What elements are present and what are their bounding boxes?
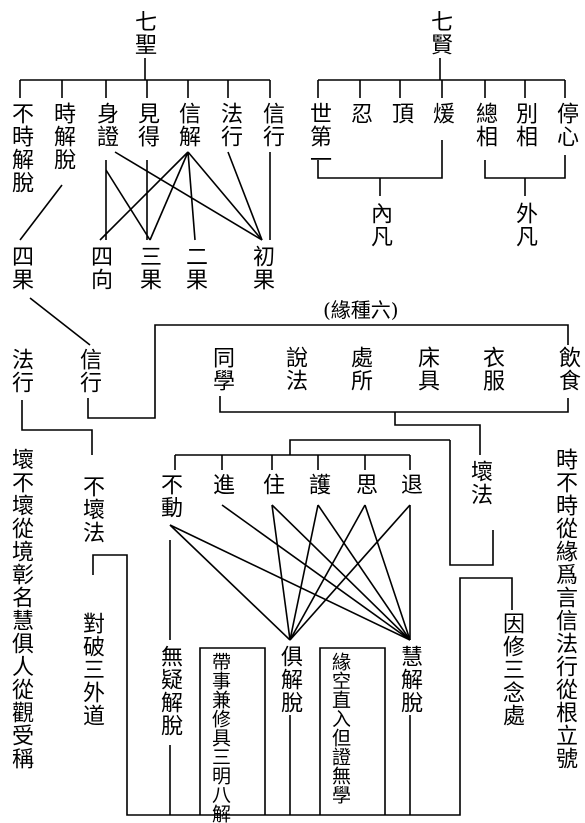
fruit-to-faith-line <box>29 297 91 346</box>
sage-general-marks: 總相 <box>472 102 497 148</box>
nature-protecting: 護 <box>305 473 330 496</box>
not-decline-dharma: 不壞法 <box>79 475 104 544</box>
nature-retreat: 退 <box>397 473 422 496</box>
note-timely-untimely: 時不時從緣爲言信法行從根立號 <box>552 448 577 770</box>
fruit-first: 初果 <box>249 245 274 291</box>
saint-view-attained: 見得 <box>134 102 159 148</box>
saints-to-fruits <box>19 151 271 241</box>
six-conditions-bracket <box>87 324 569 455</box>
nondoubt-liberation: 無疑解脫 <box>157 645 182 737</box>
condition-food: 飲食 <box>555 346 580 392</box>
note-direct-emptiness: 緣空直入但證無學 <box>329 652 351 804</box>
faith-practice-label: 信行 <box>76 348 101 394</box>
saint-untimely-liberation: 不時解脫 <box>8 102 33 194</box>
condition-clothing: 衣服 <box>479 346 504 392</box>
sage-world-first: 世第一 <box>306 102 331 171</box>
condition-teaching: 說法 <box>282 346 307 392</box>
six-conditions-title: (緣種六) <box>323 298 399 322</box>
seven-saints-title: 七聖 <box>131 10 156 56</box>
sage-summit: 頂 <box>388 102 413 125</box>
wisdom-liberation: 慧解脫 <box>397 645 422 714</box>
condition-dwelling: 處所 <box>347 346 372 392</box>
sage-patience: 忍 <box>347 102 372 125</box>
fruit-second: 二果 <box>182 245 207 291</box>
bottom-brackets <box>92 554 513 816</box>
six-natures-bracket <box>174 439 494 566</box>
inner-ordinary-label: 內凡 <box>367 202 392 248</box>
outer-ordinary-label: 外凡 <box>512 202 537 248</box>
dharma-to-not-decline <box>21 400 93 455</box>
seven-saints-bracket <box>19 58 271 98</box>
saint-dharma-practice: 法行 <box>217 102 242 148</box>
saint-faith-practice: 信行 <box>259 102 284 148</box>
saint-faith-understanding: 信解 <box>175 102 200 148</box>
fruit-third: 三果 <box>136 245 161 291</box>
dharma-practice-label: 法行 <box>8 348 33 394</box>
seven-sages-bracket <box>317 58 566 196</box>
decline-dharma: 壞法 <box>467 460 492 506</box>
both-liberation: 俱解脫 <box>277 645 302 714</box>
fruit-four-directions: 四向 <box>87 245 112 291</box>
nature-thinking: 思 <box>352 473 377 496</box>
sage-warmth: 煖 <box>429 102 454 125</box>
fruit-fourth: 四果 <box>8 245 33 291</box>
note-three-knowledges: 帶事兼修具三明八解 <box>209 652 231 823</box>
saint-body-witness: 身證 <box>93 102 118 148</box>
sage-separate-marks: 別相 <box>512 102 537 148</box>
natures-to-liberations <box>169 504 411 641</box>
nature-abiding: 住 <box>259 473 284 496</box>
note-decline-or-not: 壞不壞從境彰名慧俱人從觀受稱 <box>8 448 33 770</box>
nature-progressing: 進 <box>209 473 234 496</box>
note-three-mindfulness: 因修三念處 <box>499 612 524 727</box>
saint-timely-liberation: 時解脫 <box>50 102 75 171</box>
sage-stilling-mind: 停心 <box>553 102 578 148</box>
note-refute-heretics: 對破三外道 <box>79 612 104 727</box>
condition-bedding: 床具 <box>414 346 439 392</box>
condition-fellow-student: 同學 <box>209 346 234 392</box>
nature-immovable: 不動 <box>157 473 182 519</box>
seven-sages-title: 七賢 <box>427 10 452 56</box>
